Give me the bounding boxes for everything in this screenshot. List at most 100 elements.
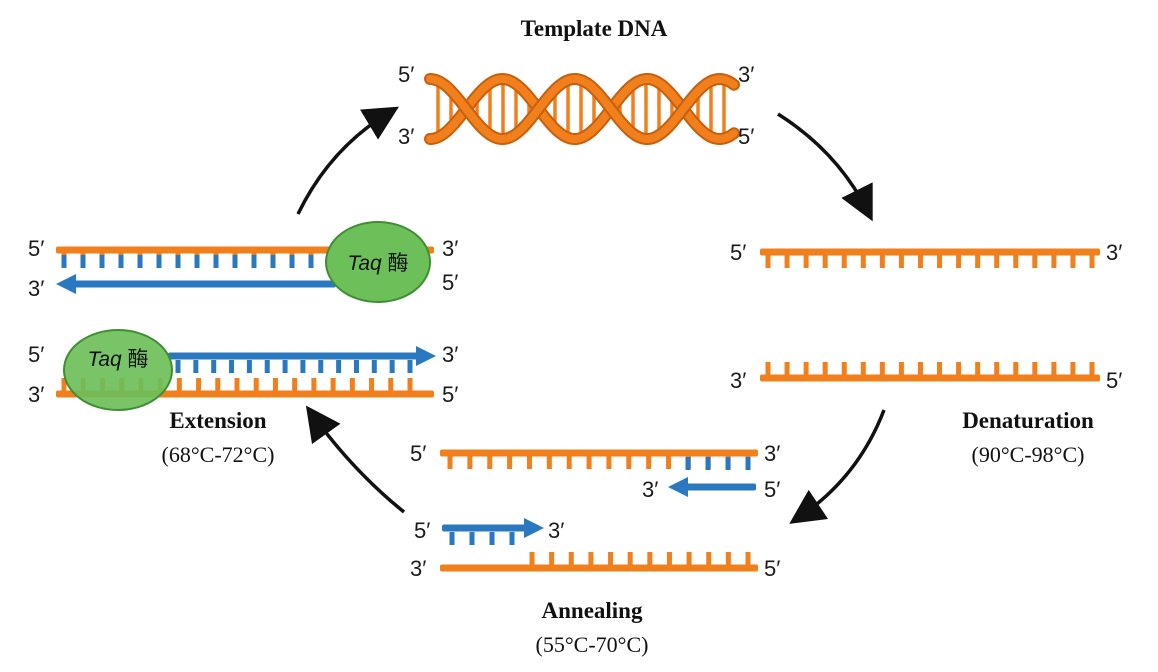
- taq-enzyme-top: [325, 221, 431, 303]
- denat-bottom-base: [937, 362, 943, 375]
- ext-bottom-new-base: [389, 360, 395, 373]
- anneal-top-base: [586, 456, 592, 469]
- denat-bottom-base: [975, 362, 981, 375]
- anneal-top-base: [487, 456, 493, 469]
- ext-bottom-new-left-label: 5′: [28, 342, 44, 367]
- denat-bottom-left-label: 3′: [730, 368, 746, 393]
- anneal-top-primer: [680, 483, 756, 491]
- denat-top-base: [822, 255, 828, 268]
- ext-bottom-template-base: [253, 378, 259, 391]
- ext-bottom-new-strand: [168, 352, 424, 360]
- anneal-top-primer-right-label: 5′: [764, 477, 780, 502]
- anneal-top-primer-base: [705, 457, 711, 470]
- ext-bottom-template-base: [330, 378, 336, 391]
- denat-top-left-label: 5′: [730, 240, 746, 265]
- anneal-bottom-base: [627, 552, 633, 565]
- anneal-bottom-base: [549, 552, 555, 565]
- ext-top-new-strand-head: [56, 274, 76, 294]
- denat-top-base: [1032, 255, 1038, 268]
- anneal-top-strand: [440, 449, 758, 457]
- denaturation-temperature: (90°C-98°C): [972, 442, 1085, 467]
- annealing-strands: [440, 449, 758, 572]
- ext-top-new-base: [156, 255, 162, 268]
- anneal-top-base: [646, 456, 652, 469]
- anneal-bottom-base: [608, 552, 614, 565]
- ext-bottom-template-base: [292, 378, 298, 391]
- anneal-top-left-label: 5′: [410, 441, 426, 466]
- ext-bottom-new-base: [336, 360, 342, 373]
- anneal-bottom-base: [666, 552, 672, 565]
- ext-top-new-base: [251, 255, 257, 268]
- ext-bottom-new-right-label: 3′: [442, 342, 458, 367]
- taq-bottom-suffix: 酶: [122, 348, 149, 371]
- anneal-bottom-primer-head: [524, 518, 544, 538]
- denat-top-base: [1070, 255, 1076, 268]
- anneal-top-base: [566, 456, 572, 469]
- anneal-top-base: [546, 456, 552, 469]
- taq-enzyme-top-label: Taq 酶: [347, 252, 408, 275]
- ext-bottom-new-base: [246, 360, 252, 373]
- anneal-bottom-strand: [440, 564, 758, 572]
- denat-bottom-base: [1032, 362, 1038, 375]
- ext-top-new-base: [99, 255, 105, 268]
- denat-top-base: [917, 255, 923, 268]
- anneal-bottom-primer-right-label: 3′: [548, 518, 564, 543]
- ext-bottom-right-label: 5′: [442, 382, 458, 407]
- anneal-top-base: [447, 456, 453, 469]
- cycle-arrow-extension-to-template: [296, 106, 400, 215]
- extension-step-name: Extension: [169, 408, 266, 433]
- denat-bottom-base: [803, 362, 809, 375]
- denat-bottom-base: [898, 362, 904, 375]
- anneal-top-base: [526, 456, 532, 469]
- ext-top-new-right-label: 5′: [442, 270, 458, 295]
- denat-top-base: [765, 255, 771, 268]
- denat-top-base: [994, 255, 1000, 268]
- ext-bottom-new-base: [175, 360, 181, 373]
- ext-bottom-template-base: [215, 378, 221, 391]
- ext-bottom-new-base: [211, 360, 217, 373]
- ext-bottom-template-base: [311, 378, 317, 391]
- denat-top-base: [1089, 255, 1095, 268]
- denat-top-base: [898, 255, 904, 268]
- ext-top-new-left-label: 3′: [28, 276, 44, 301]
- anneal-bottom-primer-base: [489, 532, 495, 545]
- anneal-top-base: [666, 456, 672, 469]
- extension-temperature: (68°C-72°C): [162, 442, 275, 467]
- anneal-top-primer-base: [745, 457, 751, 470]
- ext-top-new-base: [308, 255, 314, 268]
- anneal-bottom-base: [686, 552, 692, 565]
- ext-bottom-template-base: [272, 378, 278, 391]
- ext-top-new-base: [80, 255, 86, 268]
- anneal-top-right-label: 3′: [764, 441, 780, 466]
- anneal-bottom-right-label: 5′: [764, 556, 780, 581]
- helix-label-left-bottom: 3′: [398, 124, 414, 149]
- helix-label-right-bottom: 5′: [738, 124, 754, 149]
- cycle-arrow-denaturation-to-annealing: [789, 409, 886, 524]
- ext-bottom-template-base: [61, 378, 67, 391]
- denat-top-base: [784, 255, 790, 268]
- denat-bottom-base: [1070, 362, 1076, 375]
- helix-backbone-b: [426, 74, 738, 144]
- denat-bottom-base: [1089, 362, 1095, 375]
- denaturation-strands: [760, 248, 1100, 382]
- denat-top-right-label: 3′: [1106, 240, 1122, 265]
- taq-top-italic: Taq: [347, 252, 382, 275]
- ext-bottom-new-base: [353, 360, 359, 373]
- denat-top-base: [937, 255, 943, 268]
- anneal-bottom-base: [745, 552, 751, 565]
- ext-top-new-base: [61, 255, 67, 268]
- anneal-bottom-base: [588, 552, 594, 565]
- denat-bottom-base: [1013, 362, 1019, 375]
- anneal-top-base: [467, 456, 473, 469]
- ext-bottom-new-base: [264, 360, 270, 373]
- anneal-top-base: [626, 456, 632, 469]
- anneal-bottom-base: [568, 552, 574, 565]
- ext-top-new-base: [213, 255, 219, 268]
- denat-top-strand: [760, 248, 1100, 256]
- denat-bottom-base: [956, 362, 962, 375]
- ext-bottom-new-base: [282, 360, 288, 373]
- denat-top-base: [860, 255, 866, 268]
- ext-top-new-strand: [68, 280, 336, 288]
- denaturation-step-name: Denaturation: [962, 408, 1094, 433]
